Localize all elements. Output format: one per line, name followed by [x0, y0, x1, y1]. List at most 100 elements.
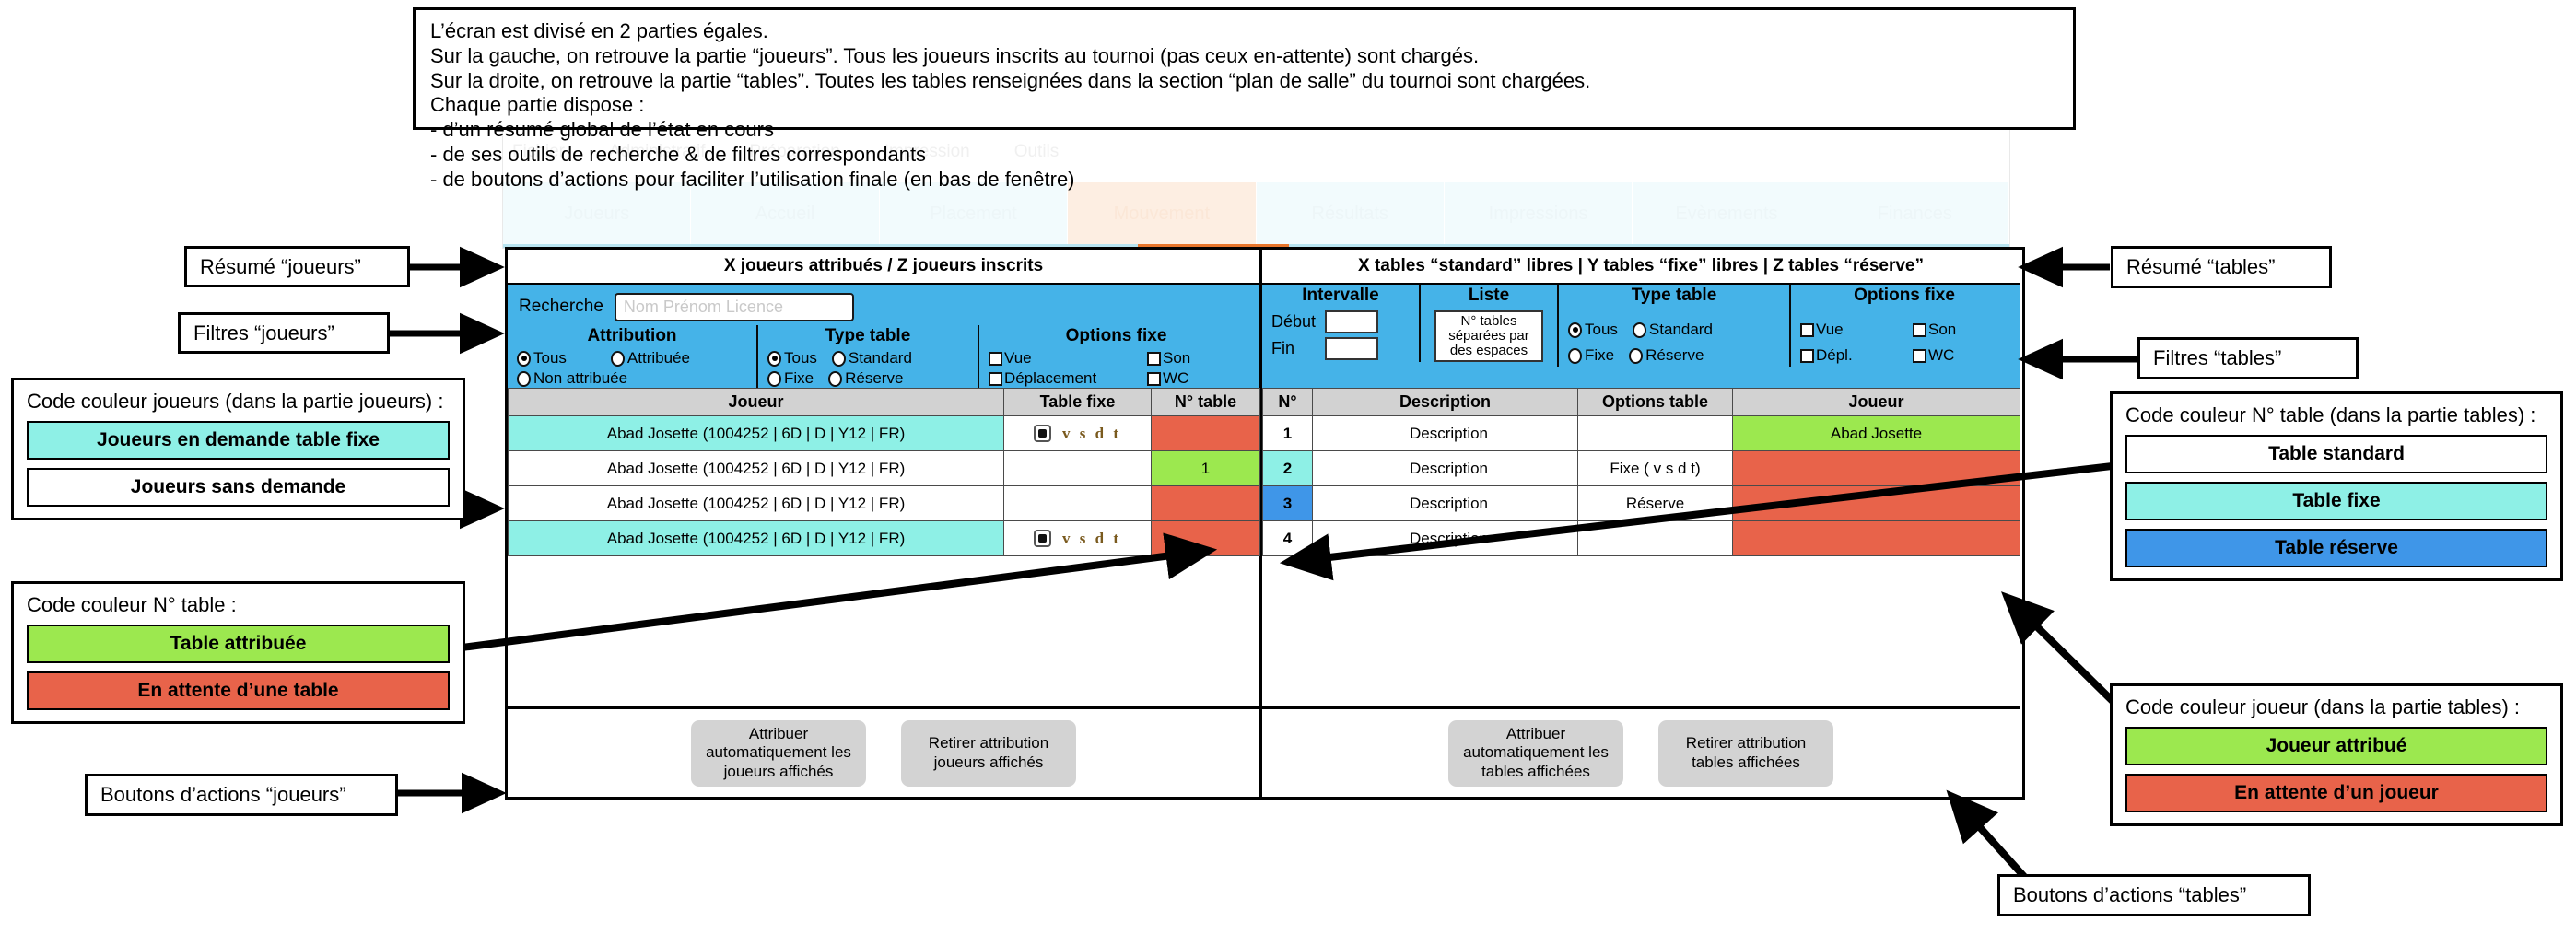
checkbox-vue-label: Vue [1004, 349, 1032, 367]
tab-mouvement[interactable]: Mouvement [1068, 182, 1257, 245]
checkbox-wc[interactable]: WC [1147, 369, 1188, 388]
tab-accueil[interactable]: Accueil [691, 182, 880, 245]
radio-tables-type-standard[interactable]: Standard [1632, 321, 1713, 339]
legend-table-number-in-tables-title: Code couleur N° table (dans la partie ta… [2125, 403, 2536, 426]
radio-type-fixe[interactable]: Fixe [767, 369, 814, 388]
checkbox-deplacement[interactable]: Déplacement [989, 369, 1143, 388]
filter-group-options-fixe: Options fixe Vue Son [978, 325, 1253, 388]
radio-attribution-tous[interactable]: Tous [517, 349, 567, 368]
fixe-toggle-icon[interactable] [1034, 425, 1051, 442]
player-fixe-options[interactable]: v s d t [1003, 520, 1152, 556]
explanation-line-4: Chaque partie dispose : [430, 93, 645, 117]
menu-administratif[interactable]: Administratif [609, 142, 706, 161]
checkbox-tables-depl[interactable]: Dépl. [1800, 346, 1909, 365]
player-fixe-options[interactable]: v s d t [1003, 415, 1152, 451]
filter-group-options-fixe-title: Options fixe [1854, 286, 1955, 305]
legend-table-number-colors: Code couleur N° table : Table attribuée … [11, 581, 465, 724]
player-table-number[interactable] [1151, 485, 1260, 521]
menu-impression[interactable]: Impression [884, 142, 970, 161]
radio-off-icon [831, 350, 846, 367]
radio-tables-type-fixe[interactable]: Fixe [1568, 346, 1614, 365]
tab-joueurs[interactable]: Joueurs [503, 182, 692, 245]
radio-off-icon [1568, 347, 1582, 364]
table-row[interactable]: Abad Josette (1004252 | 6D | D | Y12 | F… [508, 520, 1260, 556]
tab-placement[interactable]: Placement [879, 182, 1069, 245]
table-assigned-player[interactable]: Abad Josette [1732, 415, 2020, 451]
annotation-resume-joueurs: Résumé “joueurs” [184, 246, 410, 287]
fixe-toggle-icon[interactable] [1034, 530, 1051, 547]
interval-end-input[interactable] [1325, 337, 1378, 360]
table-row[interactable]: Abad Josette (1004252 | 6D | D | Y12 | F… [508, 450, 1260, 486]
table-description-input[interactable]: Description [1312, 485, 1578, 521]
radio-tables-type-fixe-label: Fixe [1585, 346, 1615, 364]
tables-table: N° Description Options table Joueur 1 De… [1262, 388, 2020, 556]
table-number: 4 [1262, 520, 1313, 556]
tab-resultats[interactable]: Résultats [1256, 182, 1445, 245]
interval-start-input[interactable] [1325, 310, 1378, 333]
remove-players-assignment-button[interactable]: Retirer attribution joueurs affichés [901, 719, 1076, 787]
radio-tables-type-tous-label: Tous [1585, 321, 1618, 338]
radio-type-standard[interactable]: Standard [831, 349, 912, 368]
menu-fichier[interactable]: Fichier [512, 142, 566, 161]
table-row[interactable]: 1 Description Abad Josette [1262, 415, 2020, 451]
checkbox-son[interactable]: Son [1147, 349, 1190, 368]
tab-impressions[interactable]: Impressions [1444, 182, 1633, 245]
player-name: Abad Josette (1004252 | 6D | D | Y12 | F… [508, 485, 1004, 521]
filter-group-liste-title: Liste [1468, 286, 1510, 305]
table-assigned-player[interactable] [1732, 520, 2020, 556]
table-description-input[interactable]: Description [1312, 415, 1578, 451]
menu-outils[interactable]: Outils [1013, 142, 1060, 161]
tab-evenements[interactable]: Evènements [1633, 182, 1821, 245]
filter-group-attribution: Attribution Tous Attribuée [508, 325, 756, 388]
liste-tables-input[interactable]: N° tables séparées par des espaces [1434, 310, 1543, 362]
col-table-fixe: Table fixe [1003, 388, 1152, 416]
active-tab-underline [1138, 244, 1289, 248]
background-tabbar: Joueurs Accueil Placement Mouvement Résu… [503, 182, 2009, 245]
player-table-number[interactable] [1151, 520, 1260, 556]
tables-pane: X tables “standard” libres | Y tables “f… [1262, 250, 2020, 797]
table-row[interactable]: Abad Josette (1004252 | 6D | D | Y12 | F… [508, 485, 1260, 521]
players-filters: Recherche Attribution Tous [508, 285, 1259, 388]
table-assigned-player[interactable] [1732, 450, 2020, 486]
table-row[interactable]: 2 Description Fixe ( v s d t) [1262, 450, 2020, 486]
player-fixe-options[interactable] [1003, 485, 1152, 521]
interval-end-row: Fin [1271, 337, 1410, 360]
radio-type-tous[interactable]: Tous [767, 349, 817, 368]
radio-type-reserve[interactable]: Réserve [828, 369, 903, 388]
tab-finances[interactable]: Finances [1821, 182, 2009, 245]
radio-attribution-attribuee[interactable]: Attribuée [610, 349, 690, 368]
player-table-number[interactable]: 1 [1151, 450, 1260, 486]
radio-tables-type-tous[interactable]: Tous [1568, 321, 1618, 339]
explanation-line-2: Sur la gauche, on retrouve la partie “jo… [430, 43, 1480, 67]
options-fixe-row-2: Déplacement WC [989, 369, 1244, 388]
radio-tables-type-reserve[interactable]: Réserve [1629, 346, 1704, 365]
radio-off-icon [1629, 347, 1644, 364]
tables-filters: Intervalle Début Fin [1262, 285, 2020, 388]
checkbox-tables-vue[interactable]: Vue [1800, 321, 1909, 339]
menu-preparation[interactable]: Préparation [749, 142, 840, 161]
auto-assign-players-button[interactable]: Attribuer automatiquement les joueurs af… [691, 719, 866, 787]
remove-tables-assignment-button[interactable]: Retirer attribution tables affichées [1658, 719, 1833, 787]
radio-type-tous-label: Tous [784, 349, 817, 367]
options-fixe-row-1: Vue Son [989, 349, 1244, 368]
player-table-number[interactable] [1151, 415, 1260, 451]
auto-assign-tables-button[interactable]: Attribuer automatiquement les tables aff… [1448, 719, 1623, 787]
table-row[interactable]: Abad Josette (1004252 | 6D | D | Y12 | F… [508, 415, 1260, 451]
table-row[interactable]: 3 Description Réserve [1262, 485, 2020, 521]
player-fixe-options[interactable] [1003, 450, 1152, 486]
radio-attribution-non-attribuee[interactable]: Non attribuée [517, 369, 627, 388]
checkbox-tables-son[interactable]: Son [1913, 321, 1956, 339]
filter-group-intervalle: Intervalle Début Fin [1262, 285, 1419, 360]
table-row[interactable]: 4 Description [1262, 520, 2020, 556]
annotation-filtres-tables: Filtres “tables” [2137, 337, 2359, 379]
checkbox-tables-wc[interactable]: WC [1913, 346, 1954, 365]
legend-swatch-en-attente-table: En attente d’une table [27, 671, 450, 710]
table-description-input[interactable]: Description [1312, 450, 1578, 486]
tables-type-row-1: Tous Standard [1568, 321, 1780, 339]
filter-group-type-table-title: Type table [1631, 286, 1717, 305]
checkbox-vue[interactable]: Vue [989, 349, 1143, 368]
table-assigned-player[interactable] [1732, 485, 2020, 521]
search-input[interactable] [614, 292, 854, 321]
interval-start-label: Début [1271, 312, 1317, 331]
table-description-input[interactable]: Description [1312, 520, 1578, 556]
